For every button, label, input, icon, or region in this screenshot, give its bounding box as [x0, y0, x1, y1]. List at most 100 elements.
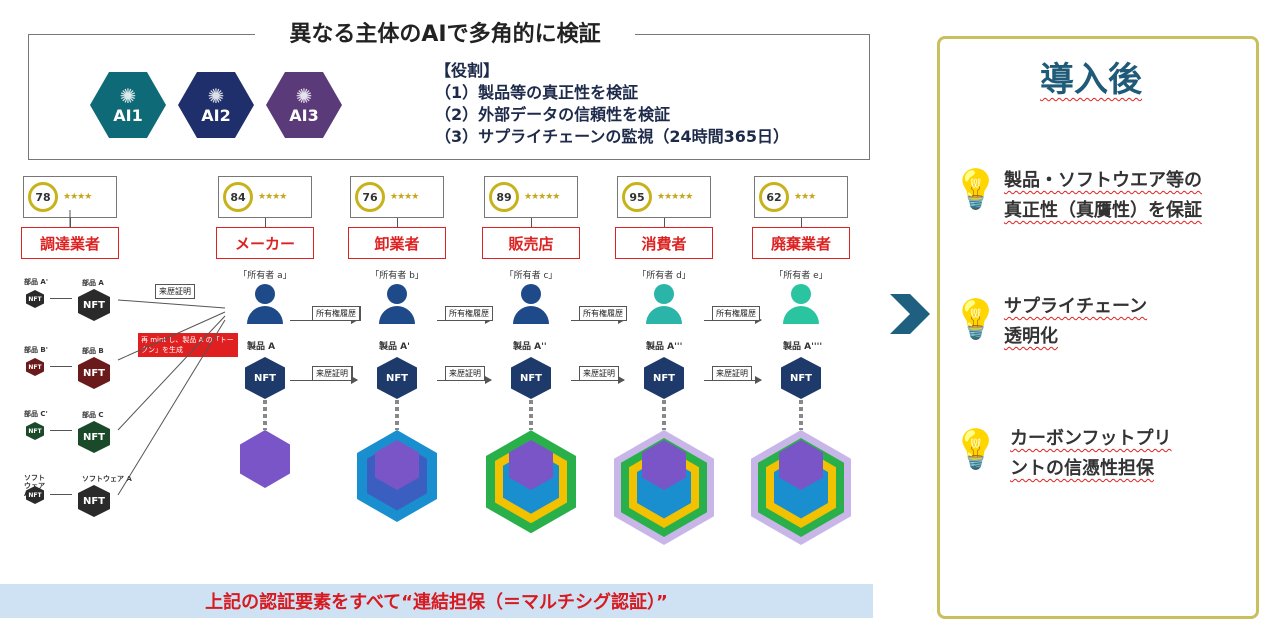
score-box: 89 ★★★★★ [484, 176, 578, 218]
actor-label: 販売店 [482, 227, 580, 259]
score-circle: 95 [622, 182, 652, 212]
nft-label: NFT [652, 372, 676, 384]
rating-stars: ★★★★★ [657, 192, 693, 202]
owner-label: 「所有者 d」 [637, 271, 691, 281]
score-circle: 89 [489, 182, 519, 212]
brain-icon: ✺ [119, 83, 137, 108]
connector-line [801, 218, 802, 227]
nft-token-icon: NFT [781, 357, 821, 399]
nft-label: NFT [28, 427, 42, 435]
nft-label: NFT [789, 372, 813, 384]
owner-label: 「所有者 b」 [370, 271, 424, 281]
person-icon [255, 284, 275, 304]
score-box: 84★★★★ [218, 176, 312, 218]
benefit-item: 製品・ソフトウエア等の 真正性（真贋性）を保証 [1004, 170, 1202, 221]
ai1-badge: ✺AI1 [90, 72, 166, 138]
nft-token-icon: NFT [78, 485, 110, 517]
lightbulb-icon: 💡 [952, 297, 1000, 341]
nft-token-icon: NFT [26, 358, 44, 376]
rating-stars: ★★★★ [390, 192, 419, 202]
nft-label: NFT [28, 491, 42, 499]
nft-label: NFT [385, 372, 409, 384]
header-title: 異なる主体のAIで多角的に検証 [255, 18, 635, 52]
person-icon [387, 284, 407, 304]
connector-line [397, 218, 398, 227]
ownership-history-tag: 所有権履歴 [312, 306, 360, 321]
part-label: 部品 C' [24, 410, 48, 418]
nft-token-icon: NFT [78, 421, 110, 453]
owner-label: 「所有者 c」 [504, 271, 558, 281]
nft-label: NFT [82, 299, 106, 311]
roles-list: 【役割】 （1）製品等の真正性を検証 （2）外部データの信頼性を検証 （3）サプ… [435, 60, 789, 148]
score-circle: 62 [759, 182, 789, 212]
connector-line [265, 218, 266, 227]
role-item: （3）サプライチェーンの監視（24時間365日） [435, 127, 789, 146]
chain-link [529, 400, 533, 430]
arrow-head-icon [755, 376, 762, 384]
history-cert-tag: 来歴証明 [155, 284, 195, 299]
nft-label: NFT [82, 431, 106, 443]
owner-label: 「所有者 a」 [238, 271, 292, 281]
connector-line [664, 218, 665, 227]
score-box: 95 ★★★★★ [617, 176, 711, 218]
arrow-head-icon [351, 376, 358, 384]
nft-label: NFT [28, 295, 42, 303]
connector-lines [69, 210, 226, 496]
bottom-banner: 上記の認証要素をすべて“連結担保（＝マルチシグ認証）” [0, 584, 873, 618]
roles-title: 【役割】 [435, 61, 500, 80]
cert-hexagon-core [375, 440, 419, 490]
rating-stars: ★★★ [794, 192, 816, 202]
product-label: 製品 A' [379, 342, 410, 352]
score-circle: 78 [28, 182, 58, 212]
person-body [247, 306, 283, 324]
dashed-connector [50, 494, 72, 495]
product-label: 製品 A [247, 342, 276, 352]
nft-label: NFT [28, 363, 42, 371]
history-cert-tag: 来歴証明 [312, 366, 352, 381]
person-body [379, 306, 415, 324]
score-box: 76★★★★ [350, 176, 444, 218]
person-icon [791, 284, 811, 304]
person-icon [654, 284, 674, 304]
dashed-connector [50, 430, 72, 431]
nft-token-icon: NFT [26, 290, 44, 308]
brain-icon: ✺ [295, 83, 313, 108]
right-panel-title: 導入後 [1040, 60, 1142, 100]
rating-stars: ★★★★★ [524, 192, 560, 202]
lightbulb-icon: 💡 [952, 167, 1000, 211]
benefit-item: サプライチェーン 透明化 [1004, 296, 1148, 347]
lightbulb-icon: 💡 [952, 427, 1000, 471]
mint-note: 再 mint し、製品 A の「トークン」を生成 [138, 333, 238, 357]
actor-label: 消費者 [615, 227, 713, 259]
history-cert-tag: 来歴証明 [445, 366, 485, 381]
actor-label: 調達業者 [21, 227, 119, 259]
nft-token-icon: NFT [78, 357, 110, 389]
nft-label: NFT [253, 372, 277, 384]
after-introduction-panel [937, 36, 1259, 619]
person-body [513, 306, 549, 324]
product-label: 製品 A'''' [783, 342, 823, 352]
actor-label: メーカー [216, 227, 314, 259]
chain-link [662, 400, 666, 430]
part-label: 部品 A' [24, 278, 48, 286]
actor-label: 廃棄業者 [752, 227, 850, 259]
part-label: 部品 A [82, 279, 104, 287]
nft-token-icon: NFT [78, 289, 110, 321]
ownership-history-tag: 所有権履歴 [445, 306, 493, 321]
actor-label: 卸業者 [348, 227, 446, 259]
part-label: 部品 C [82, 411, 104, 419]
chain-link [395, 400, 399, 430]
nft-token-icon: NFT [26, 422, 44, 440]
nft-label: NFT [519, 372, 543, 384]
owner-label: 「所有者 e」 [774, 271, 828, 281]
score-box: 62 ★★★ [754, 176, 848, 218]
nft-token-icon: NFT [26, 486, 44, 504]
chevron-right-icon [890, 294, 930, 334]
product-label: 製品 A''' [646, 342, 683, 352]
role-item: （1）製品等の真正性を検証 [435, 83, 639, 102]
rating-stars: ★★★★ [258, 192, 287, 202]
nft-label: NFT [82, 495, 106, 507]
person-body [783, 306, 819, 324]
part-label: 部品 B' [24, 346, 48, 354]
arrow-head-icon [618, 376, 625, 384]
